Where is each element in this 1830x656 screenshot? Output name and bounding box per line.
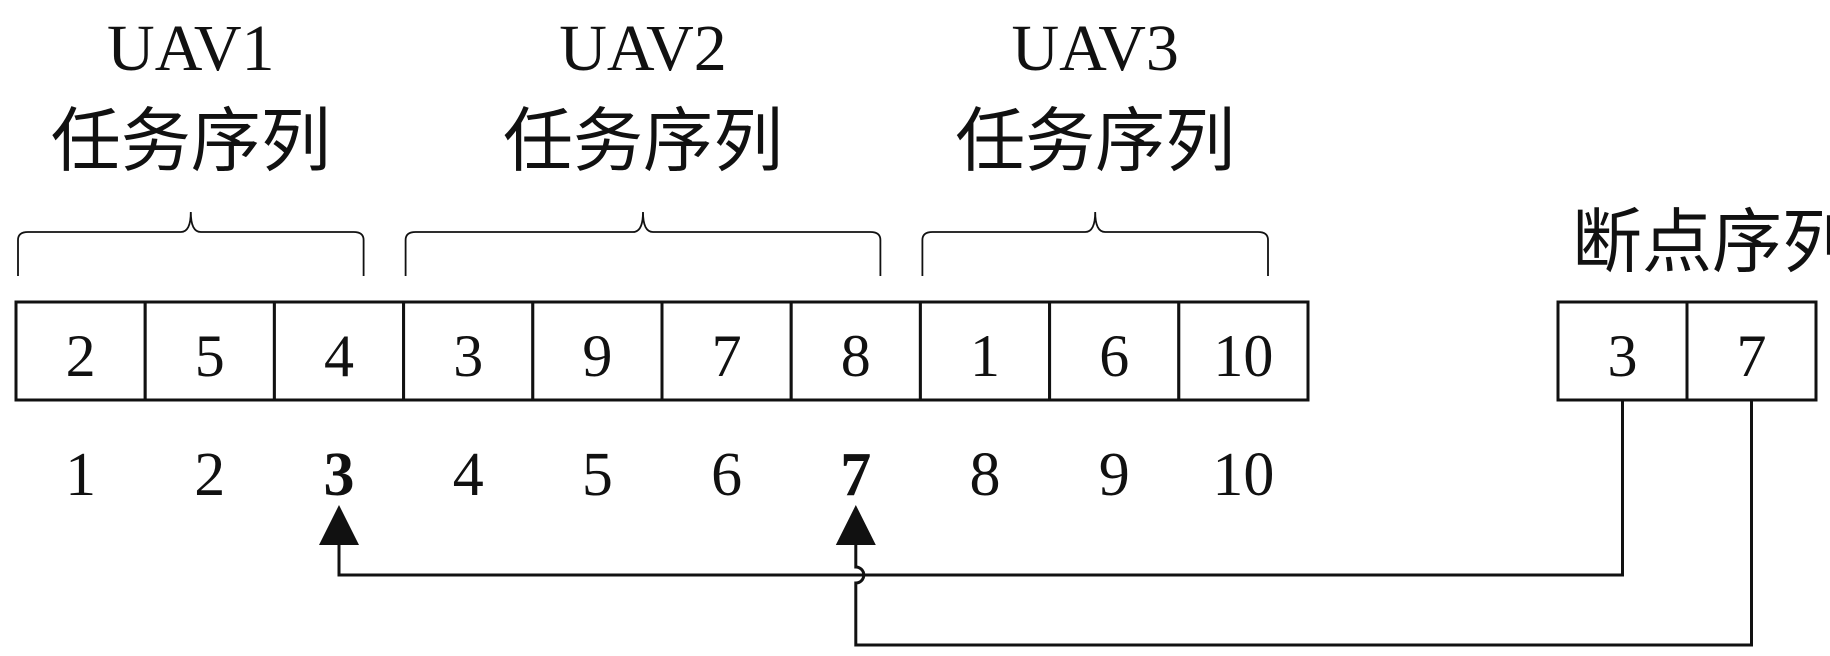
breakpoint-cell-box	[1685, 300, 1818, 402]
task-sequence-caption: 任务序列	[503, 100, 783, 182]
task-cell-value: 6	[1099, 323, 1129, 389]
arrow-head	[835, 505, 876, 545]
task-cell-value: 3	[453, 323, 483, 389]
task-cell-value: 2	[66, 323, 96, 389]
task-cell-box	[272, 300, 406, 402]
task-sequence-caption: 任务序列	[955, 100, 1235, 182]
position-index: 2	[194, 441, 225, 509]
task-cell-value: 7	[712, 323, 742, 389]
breakpoint-sequence: 断点序列 3 7	[1556, 201, 1830, 402]
task-cell-box	[1177, 300, 1310, 402]
arrow-head	[319, 505, 359, 545]
group-braces	[17, 211, 1269, 276]
group-labels: UAV1 任务序列 UAV2 任务序列 UAV3 任务序列	[51, 12, 1235, 182]
breakpoint-arrows	[319, 400, 1753, 647]
position-index: 6	[711, 441, 742, 509]
position-indices: 1 2 3 4 5 6 7 8 9 10	[65, 441, 1274, 509]
position-index: 8	[970, 441, 1001, 509]
task-cell-box	[143, 300, 276, 402]
task-cell-value: 4	[324, 323, 354, 389]
breakpoint-cell-value: 3	[1608, 323, 1638, 389]
uav-label: UAV2	[559, 12, 726, 85]
group-brace	[921, 211, 1269, 276]
task-sequence-caption: 任务序列	[51, 100, 331, 182]
task-cell-value: 5	[195, 323, 225, 389]
breakpoint-caption: 断点序列	[1572, 201, 1830, 283]
task-cell-value: 9	[582, 323, 612, 389]
task-cell-box	[918, 300, 1052, 402]
task-cell-box	[660, 300, 793, 402]
group-brace	[17, 211, 365, 276]
position-index: 5	[582, 441, 613, 509]
task-cell-value: 8	[841, 323, 871, 389]
uav-label: UAV3	[1011, 12, 1178, 85]
task-cell-box	[14, 300, 147, 402]
position-index: 10	[1212, 441, 1274, 509]
breakpoint-arrow-line	[854, 400, 1753, 647]
position-index: 9	[1099, 441, 1130, 509]
position-index-highlighted: 7	[840, 441, 871, 509]
uav-label: UAV1	[107, 12, 274, 85]
position-index: 4	[453, 441, 484, 509]
task-cell-box	[789, 300, 922, 402]
task-sequence: 2 5 4 3 9 7 8 1 6 10	[14, 300, 1310, 402]
group-brace	[404, 211, 882, 276]
breakpoint-arrow-line	[337, 400, 1624, 577]
task-cell-value: 1	[970, 323, 1000, 389]
task-cell-box	[531, 300, 664, 402]
breakpoint-cell-value: 7	[1737, 323, 1767, 389]
task-cell-box	[1048, 300, 1181, 402]
position-index: 1	[65, 441, 96, 509]
position-index-highlighted: 3	[324, 441, 355, 509]
task-cell-value: 10	[1213, 323, 1273, 389]
